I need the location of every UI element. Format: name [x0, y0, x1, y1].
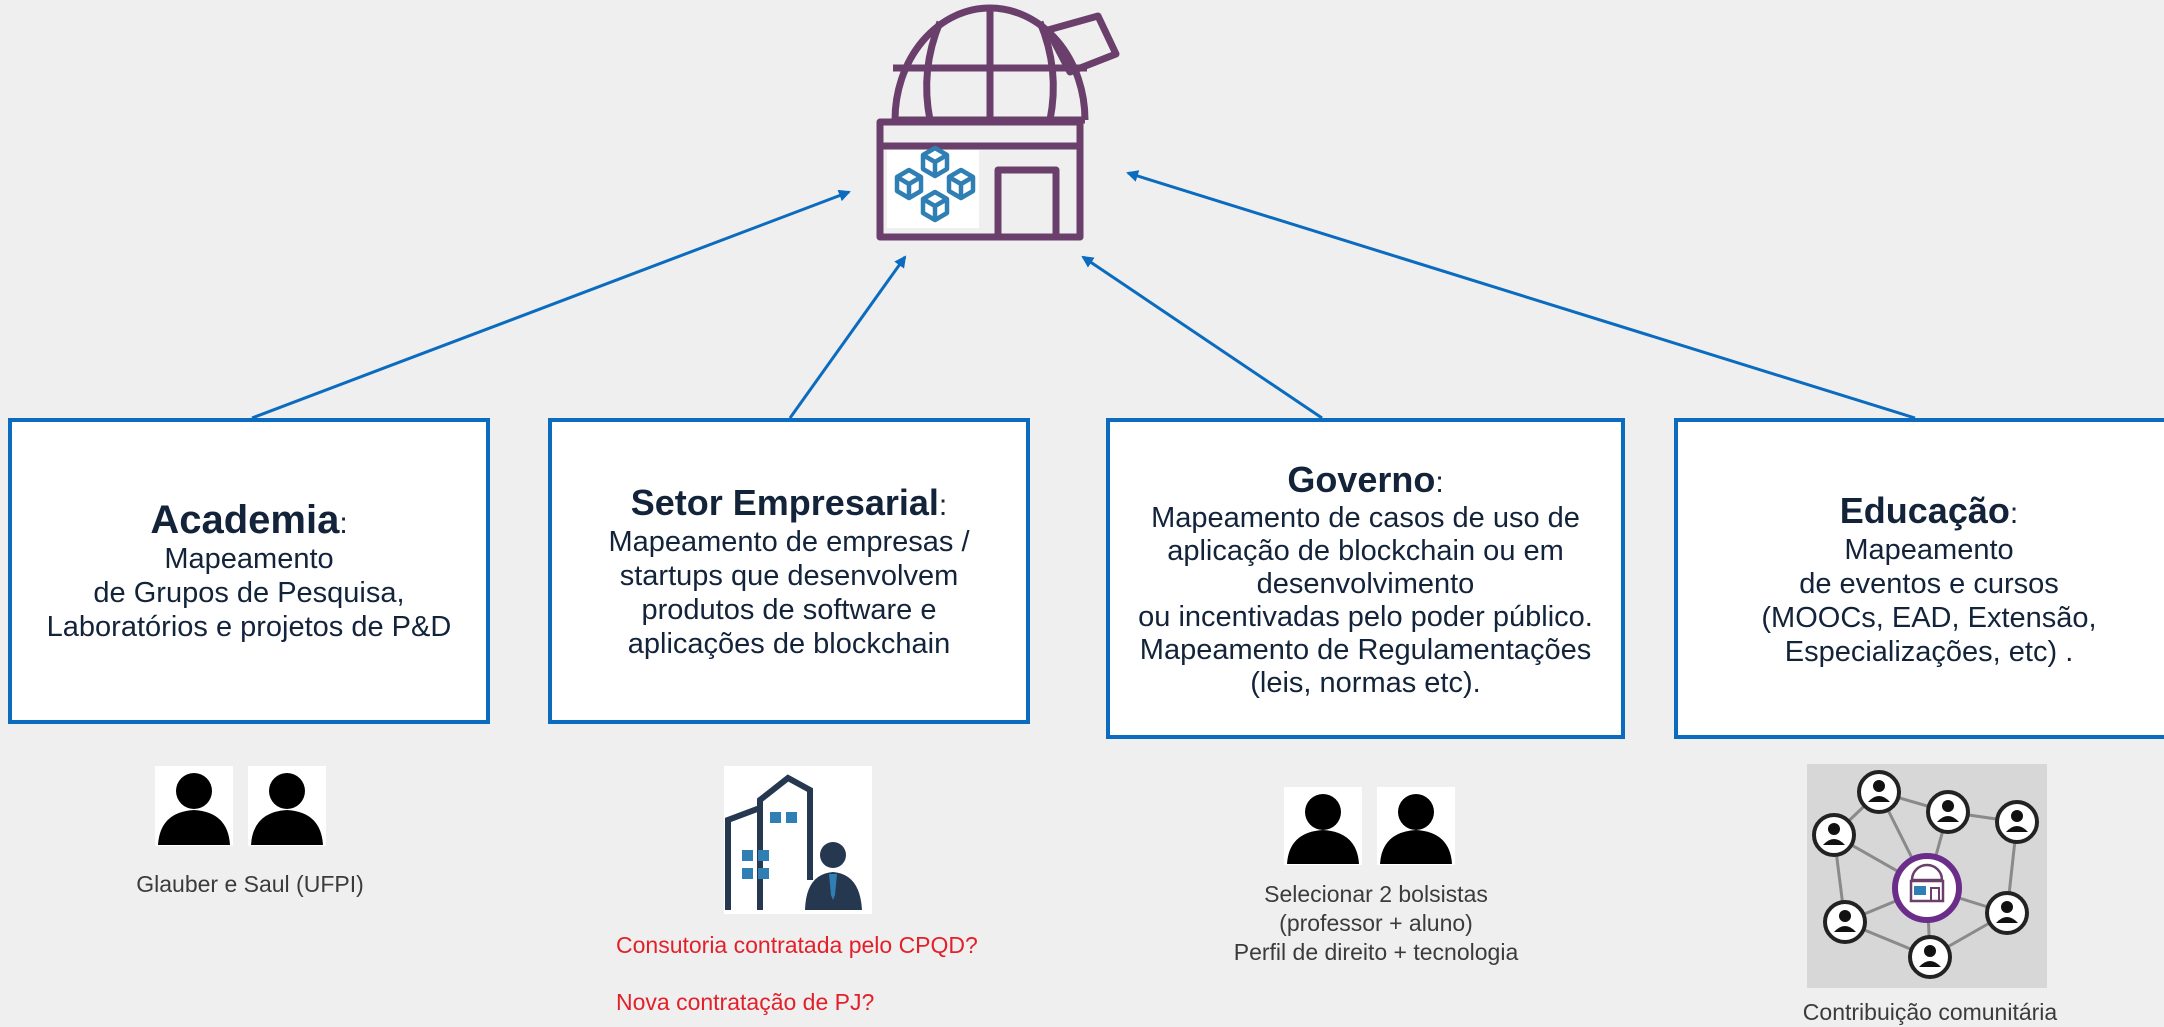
academia-line: de Grupos de Pesquisa, [93, 577, 405, 609]
academia-line: Laboratórios e projetos de P&D [46, 611, 452, 643]
governo-line: (leis, normas etc). [1250, 666, 1481, 699]
title-colon: : [2009, 496, 2019, 530]
title-colon: : [1435, 465, 1444, 499]
educacao-title: Educação [1839, 489, 2010, 531]
arrow-governo [1081, 255, 1323, 420]
person-icon [158, 773, 230, 845]
governo-line: desenvolvimento [1256, 567, 1475, 600]
arrow-academia [251, 189, 851, 420]
academia-line: Mapeamento [164, 543, 334, 575]
governo-caption: Selecionar 2 bolsistas (professor + alun… [1176, 880, 1576, 967]
governo-title: Governo [1287, 458, 1436, 500]
title-colon: : [938, 489, 948, 522]
educacao-line: de eventos e cursos [1799, 567, 2059, 600]
governo-line: Mapeamento de Regulamentações [1139, 633, 1592, 666]
person-icon [1287, 794, 1359, 864]
empresarial-question-pj: Nova contratação de PJ? [616, 989, 875, 1015]
governo-box: Governo: Mapeamento de casos de uso de a… [1106, 418, 1625, 739]
academia-title: Academia [150, 498, 340, 542]
community-network-icon [1807, 764, 2047, 988]
arrow-educacao [1126, 170, 1916, 420]
setor-empresarial-box: Setor Empresarial: Mapeamento de empresa… [548, 418, 1030, 724]
member-node-icon [1908, 935, 1952, 979]
blockchain-cubes-icon [894, 145, 976, 223]
member-node-icon [1926, 790, 1970, 834]
person-icon [1380, 794, 1452, 864]
arrows [251, 170, 1916, 420]
governo-title-row: Governo: [1287, 458, 1443, 502]
academia-box: Academia: Mapeamento de Grupos de Pesqui… [8, 418, 490, 724]
empresarial-line: aplicações de blockchain [627, 628, 951, 660]
governo-caption-line: Perfil de direito + tecnologia [1233, 939, 1519, 965]
empresarial-title-row: Setor Empresarial: [631, 481, 948, 525]
governo-people-icons [1284, 787, 1455, 865]
observatory-blockchain-icon [876, 4, 1120, 241]
central-observatory-node-icon [1892, 853, 1962, 923]
educacao-line: Mapeamento [1844, 533, 2014, 566]
empresarial-title: Setor Empresarial [630, 482, 939, 523]
member-node-icon [1857, 770, 1901, 814]
governo-caption-line: (professor + aluno) [1279, 910, 1473, 936]
member-node-icon [1823, 900, 1867, 944]
educacao-caption: Contribuição comunitária [1802, 999, 2058, 1025]
office-building-businessman-icon [724, 766, 872, 914]
title-colon: : [339, 507, 348, 540]
empresarial-line: startups que desenvolvem [619, 560, 959, 592]
governo-line: aplicação de blockchain ou em [1167, 534, 1564, 567]
member-node-icon [1995, 800, 2039, 844]
empresarial-line: Mapeamento de empresas / [608, 526, 970, 558]
member-node-icon [1812, 813, 1856, 857]
academia-caption: Glauber e Saul (UFPI) [136, 871, 364, 897]
governo-caption-line: Selecionar 2 bolsistas [1264, 881, 1488, 907]
empresarial-line: produtos de software e [641, 594, 937, 626]
educacao-title-row: Educação: [1840, 489, 2018, 533]
member-node-icon [1985, 891, 2029, 935]
arrow-empresarial [788, 255, 907, 419]
academia-title-row: Academia: [150, 498, 347, 542]
governo-line: Mapeamento de casos de uso de [1151, 501, 1580, 534]
governo-line: ou incentivadas pelo poder público. [1138, 600, 1593, 633]
educacao-line: (MOOCs, EAD, Extensão, [1761, 601, 2097, 634]
person-icon [251, 773, 323, 845]
educacao-line: Especializações, etc) . [1784, 635, 2074, 668]
academia-people-icons [155, 766, 326, 846]
educacao-box: Educação: Mapeamento de eventos e cursos… [1674, 418, 2164, 739]
empresarial-question-consultoria: Consutoria contratada pelo CPQD? [616, 932, 978, 958]
